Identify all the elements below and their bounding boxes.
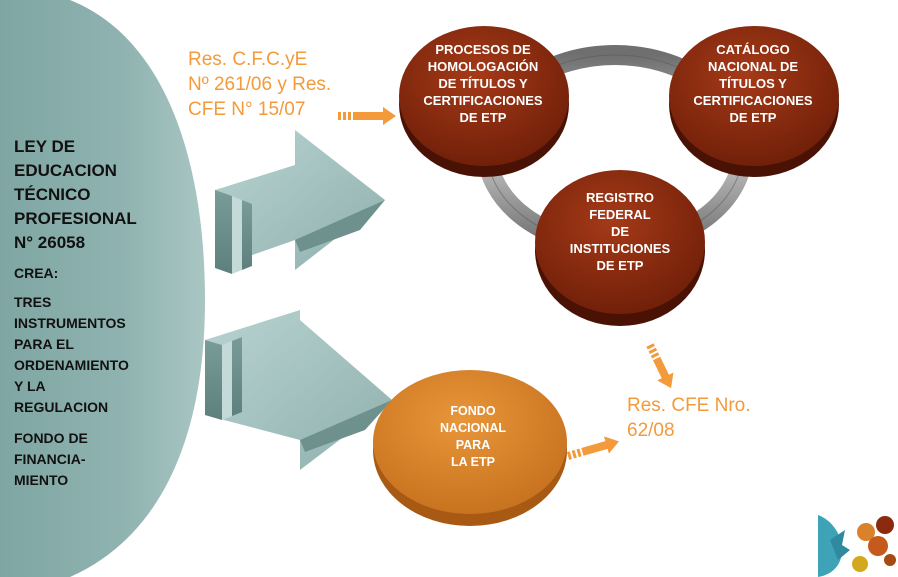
- arrow-resolution-to-homologation: [338, 107, 396, 125]
- upper-block-arrow: [215, 130, 385, 274]
- fund-disc-label: FONDO NACIONAL PARA LA ETP: [440, 404, 506, 469]
- instruments-label: TRES INSTRUMENTOS PARA EL ORDENAMIENTO Y…: [14, 294, 129, 415]
- fund-label: FONDO DE FINANCIA- MIENTO: [14, 430, 88, 488]
- lower-block-arrow: [205, 310, 392, 470]
- registry-label: REGISTRO FEDERAL DE INSTITUCIONES DE ETP: [569, 190, 671, 273]
- resolution-bottom: Res. CFE Nro. 62/08: [627, 395, 751, 441]
- resolution-top: Res. C.F.C.yE Nº 261/06 y Res. CFE N° 15…: [188, 49, 332, 120]
- homologation-disc: [399, 26, 569, 177]
- law-description: LEY DE EDUCACION TÉCNICO PROFESIONAL N° …: [14, 135, 189, 491]
- fund-disc: [373, 370, 567, 526]
- law-title: LEY DE EDUCACION TÉCNICO PROFESIONAL N° …: [14, 137, 137, 252]
- catalog-label: CATÁLOGO NACIONAL DE TÍTULOS Y CERTIFICA…: [693, 42, 813, 125]
- homologation-label: PROCESOS DE HOMOLOGACIÓN DE TÍTULOS Y CE…: [423, 42, 543, 125]
- arrow-fund-to-resolution: [566, 436, 619, 460]
- catalog-disc: [669, 26, 839, 177]
- law-panel: [0, 0, 205, 577]
- creates-label: CREA:: [14, 265, 59, 281]
- organization-logo: [818, 515, 896, 577]
- arrow-registry-to-resolution: [646, 343, 674, 389]
- registry-disc: [535, 170, 705, 326]
